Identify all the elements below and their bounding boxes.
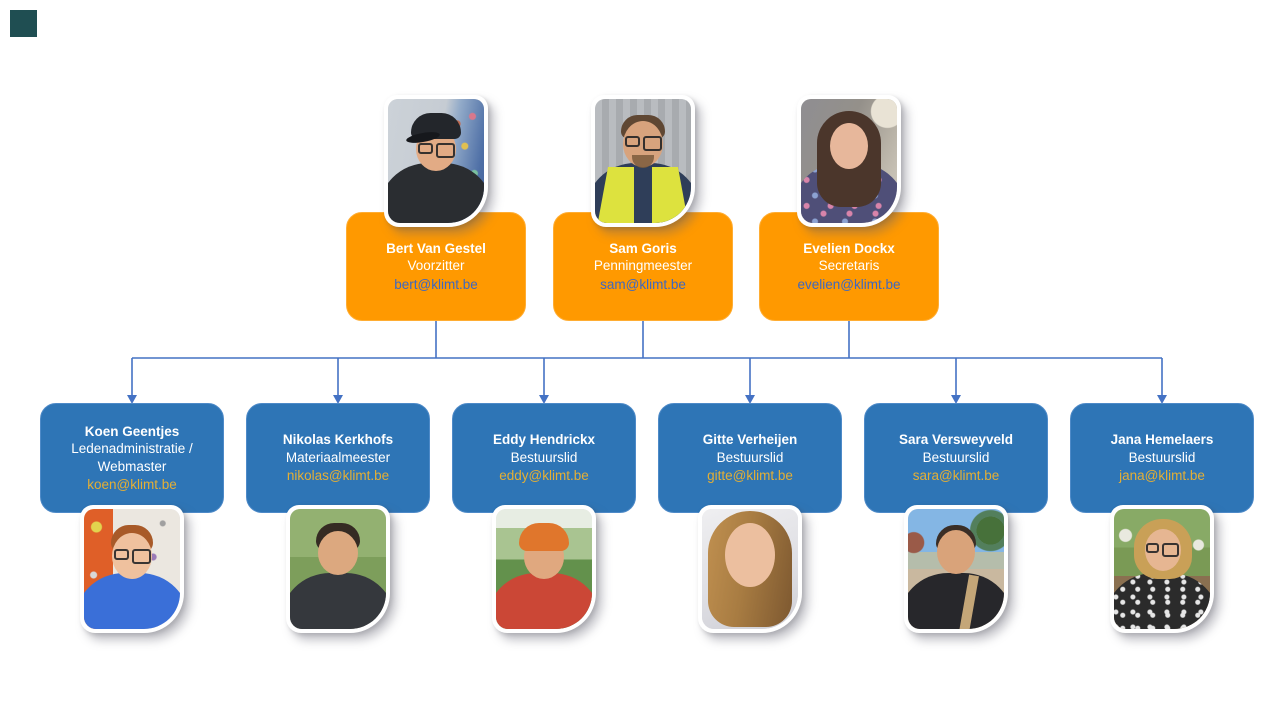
person-role: Penningmeester bbox=[593, 258, 693, 274]
org-node-koen-geentjes: Koen Geentjes Ledenadministratie / Webma… bbox=[40, 403, 224, 513]
avatar-body bbox=[908, 573, 1004, 629]
photo-jana-hemelaers bbox=[1110, 505, 1214, 633]
avatar-head bbox=[830, 123, 868, 169]
person-email-link[interactable]: sara@klimt.be bbox=[912, 468, 1000, 484]
person-role: Ledenadministratie / Webmaster bbox=[71, 441, 193, 474]
avatar-sara bbox=[908, 509, 1004, 629]
person-role: Bestuurslid bbox=[510, 449, 578, 465]
corner-accent-square bbox=[10, 10, 37, 37]
arrowhead-jana bbox=[1157, 395, 1167, 404]
person-email-link[interactable]: gitte@klimt.be bbox=[707, 468, 793, 484]
photo-koen-geentjes bbox=[80, 505, 184, 633]
person-email-link[interactable]: koen@klimt.be bbox=[87, 477, 177, 492]
photo-eddy-hendrickx bbox=[492, 505, 596, 633]
person-role: Bestuurslid bbox=[1128, 449, 1196, 465]
beard-shape bbox=[632, 155, 654, 168]
photo-nikolas-kerkhofs bbox=[286, 505, 390, 633]
avatar-body bbox=[1114, 573, 1210, 629]
avatar-head bbox=[725, 523, 775, 587]
person-role: Bestuurslid bbox=[922, 449, 990, 465]
arrowhead-eddy bbox=[539, 395, 549, 404]
avatar-head bbox=[937, 530, 975, 574]
person-email-link[interactable]: bert@klimt.be bbox=[394, 276, 478, 292]
avatar-body bbox=[84, 573, 180, 629]
person-name: Bert Van Gestel bbox=[386, 240, 486, 256]
hi-vis-vest-shape bbox=[597, 167, 689, 223]
org-node-bert-van-gestel: Bert Van Gestel Voorzitter bert@klimt.be bbox=[346, 212, 526, 321]
person-name: Eddy Hendrickx bbox=[492, 432, 596, 448]
person-name: Koen Geentjes bbox=[84, 423, 180, 439]
person-name: Sara Versweyveld bbox=[898, 432, 1014, 448]
person-role: Bestuurslid bbox=[716, 449, 784, 465]
climbing-helmet-shape bbox=[519, 523, 569, 551]
arrowhead-sara bbox=[951, 395, 961, 404]
glasses-shape bbox=[1146, 542, 1179, 557]
photo-sam-goris bbox=[591, 95, 695, 227]
org-node-eddy-hendrickx: Eddy Hendrickx Bestuurslid eddy@klimt.be bbox=[452, 403, 636, 513]
org-node-nikolas-kerkhofs: Nikolas Kerkhofs Materiaalmeester nikola… bbox=[246, 403, 430, 513]
arrowhead-koen bbox=[127, 395, 137, 404]
glasses-shape bbox=[625, 135, 662, 151]
glasses-shape bbox=[114, 548, 151, 564]
org-node-evelien-dockx: Evelien Dockx Secretaris evelien@klimt.b… bbox=[759, 212, 939, 321]
avatar-bert bbox=[388, 99, 484, 223]
person-role: Secretaris bbox=[818, 258, 880, 274]
person-name: Gitte Verheijen bbox=[702, 432, 798, 448]
glasses-shape bbox=[418, 142, 455, 158]
org-node-sam-goris: Sam Goris Penningmeester sam@klimt.be bbox=[553, 212, 733, 321]
avatar-gitte bbox=[702, 509, 798, 629]
photo-evelien-dockx bbox=[797, 95, 901, 227]
person-name: Evelien Dockx bbox=[803, 240, 895, 256]
avatar-head bbox=[318, 531, 358, 575]
person-name: Jana Hemelaers bbox=[1110, 432, 1214, 448]
person-role: Materiaalmeester bbox=[285, 449, 391, 465]
avatar-body bbox=[388, 163, 484, 223]
arrowhead-nikolas bbox=[333, 395, 343, 404]
person-email-link[interactable]: jana@klimt.be bbox=[1119, 468, 1205, 484]
avatar-eddy bbox=[496, 509, 592, 629]
photo-gitte-verheijen bbox=[698, 505, 802, 633]
org-node-jana-hemelaers: Jana Hemelaers Bestuurslid jana@klimt.be bbox=[1070, 403, 1254, 513]
avatar-jana bbox=[1114, 509, 1210, 629]
avatar-evelien bbox=[801, 99, 897, 223]
person-email-link[interactable]: evelien@klimt.be bbox=[797, 276, 901, 292]
org-node-gitte-verheijen: Gitte Verheijen Bestuurslid gitte@klimt.… bbox=[658, 403, 842, 513]
arrowhead-gitte bbox=[745, 395, 755, 404]
person-role: Voorzitter bbox=[407, 258, 465, 274]
avatar-sam bbox=[595, 99, 691, 223]
person-email-link[interactable]: eddy@klimt.be bbox=[499, 468, 589, 484]
photo-bert-van-gestel bbox=[384, 95, 488, 227]
org-node-sara-versweyveld: Sara Versweyveld Bestuurslid sara@klimt.… bbox=[864, 403, 1048, 513]
avatar-koen bbox=[84, 509, 180, 629]
avatar-nikolas bbox=[290, 509, 386, 629]
person-email-link[interactable]: nikolas@klimt.be bbox=[286, 468, 390, 484]
avatar-body bbox=[496, 573, 592, 629]
person-name: Nikolas Kerkhofs bbox=[282, 432, 394, 448]
photo-sara-versweyveld bbox=[904, 505, 1008, 633]
person-email-link[interactable]: sam@klimt.be bbox=[600, 276, 686, 292]
avatar-body bbox=[290, 573, 386, 629]
person-name: Sam Goris bbox=[609, 240, 677, 256]
